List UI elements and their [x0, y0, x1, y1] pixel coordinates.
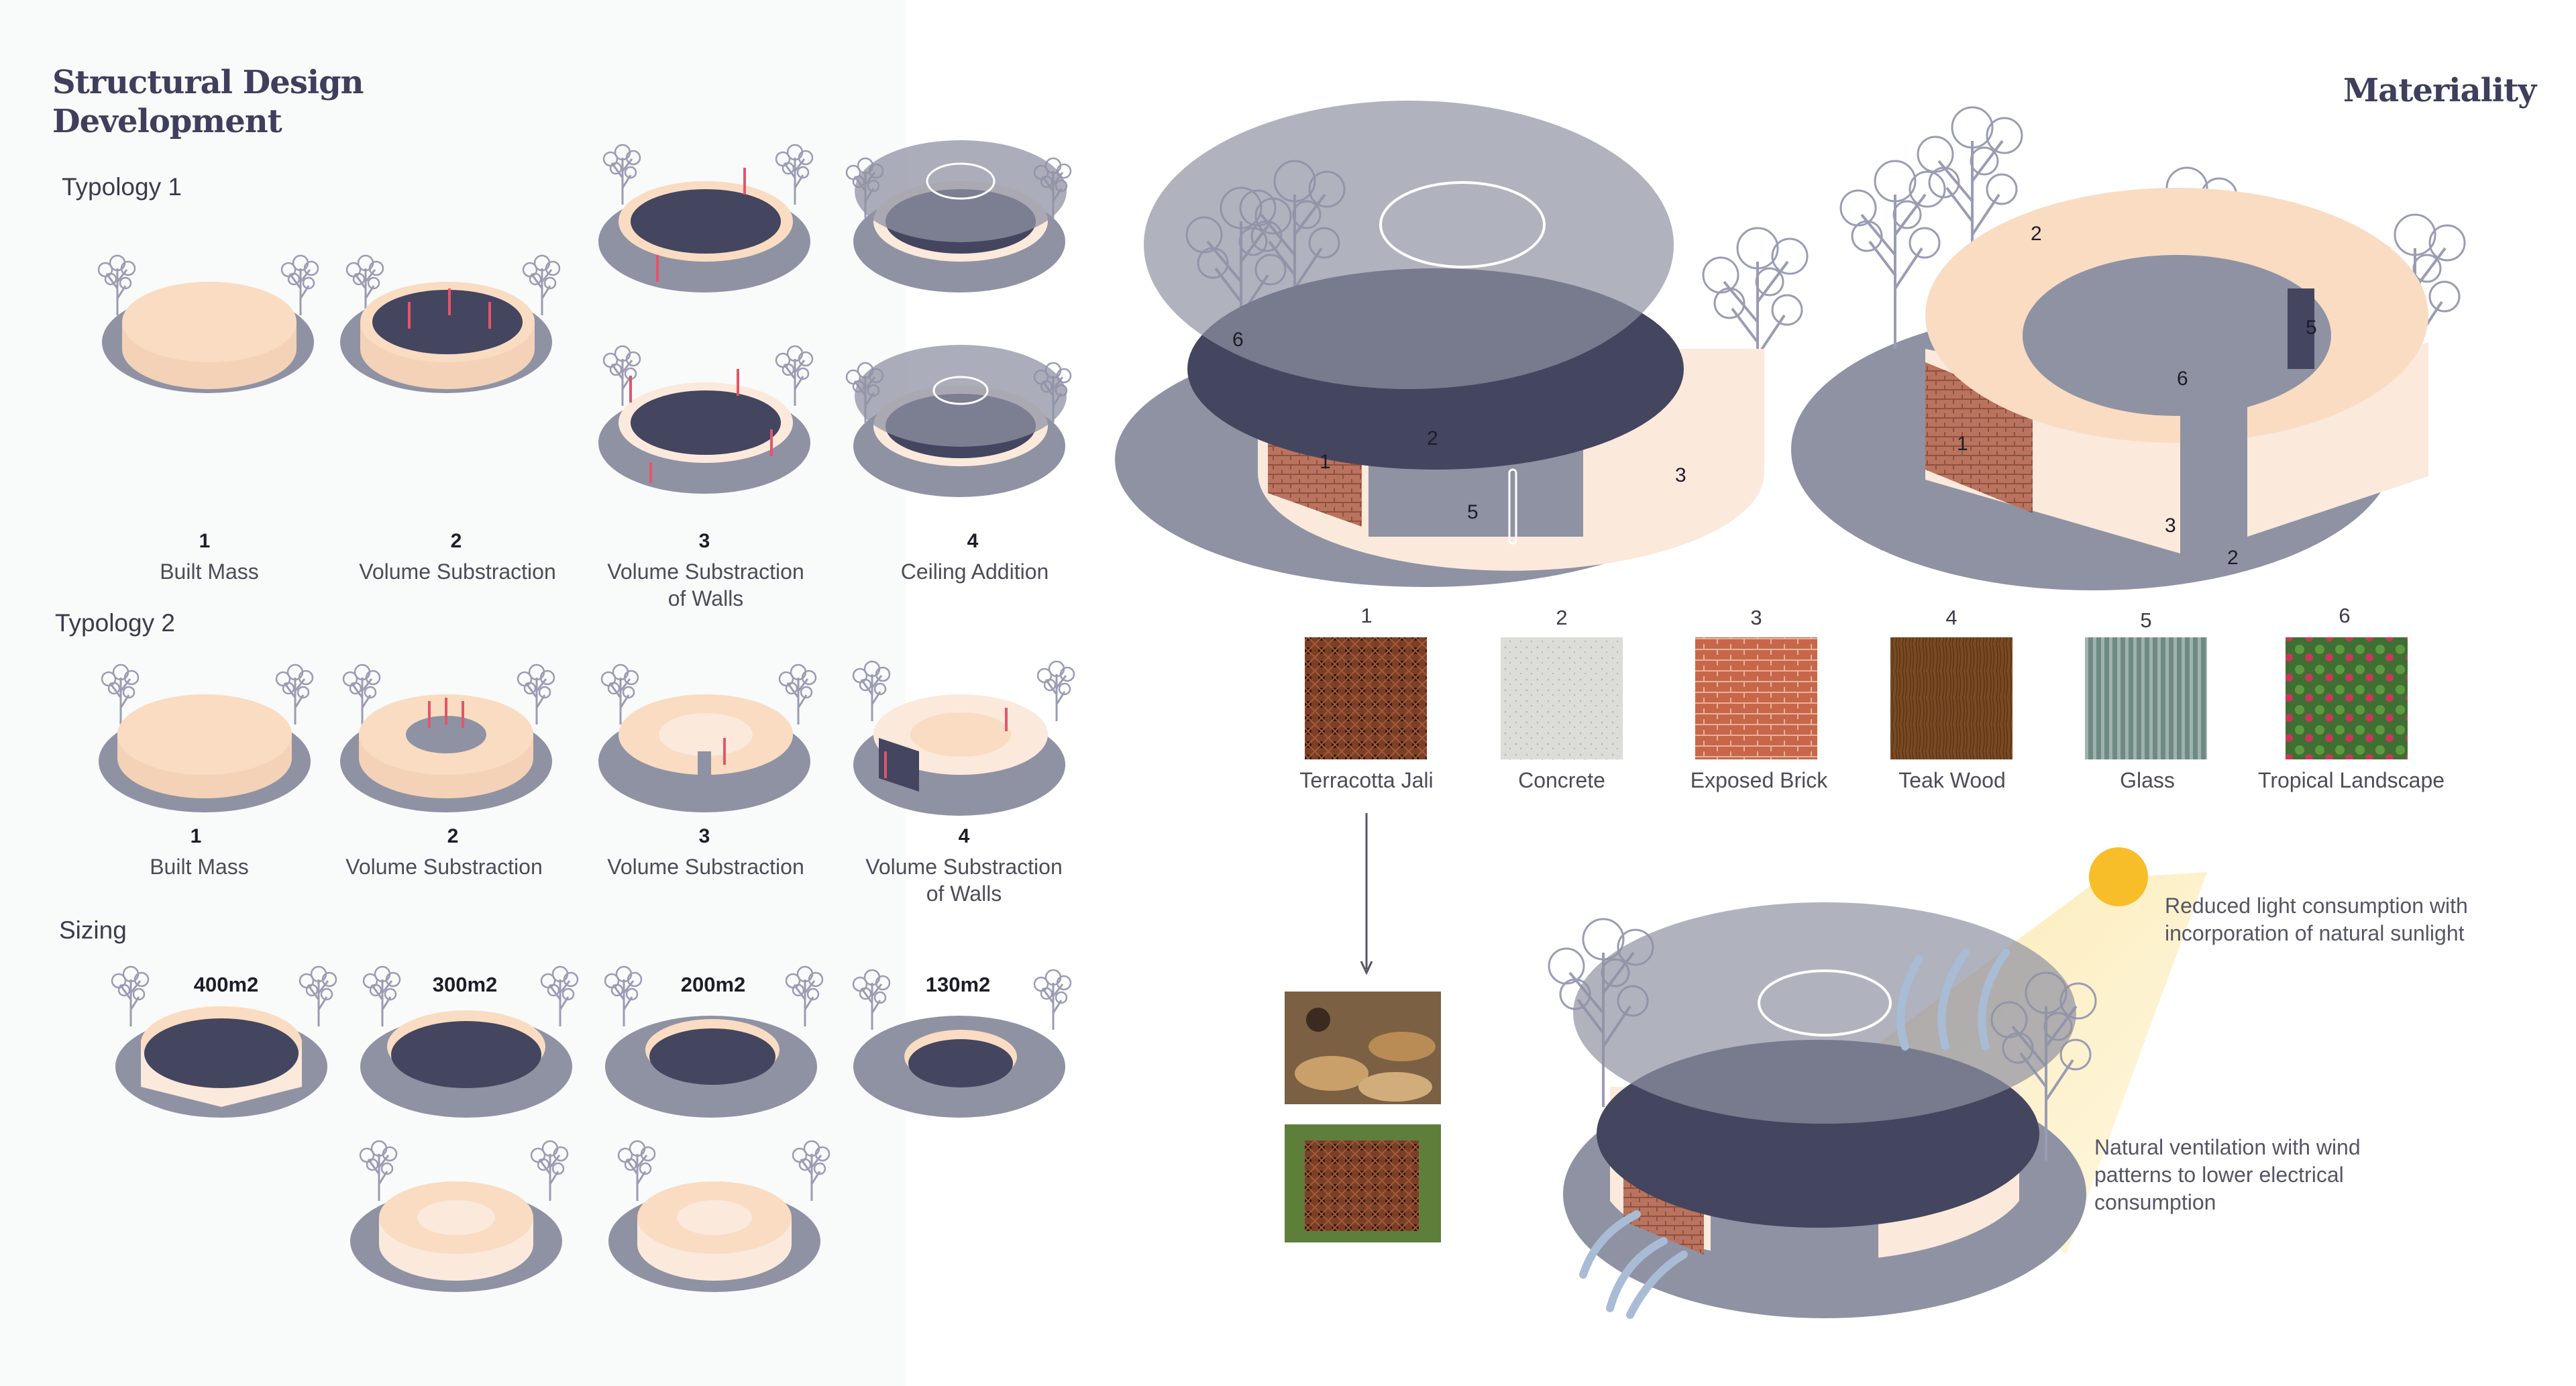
typology1-heading: Typology 1 [62, 173, 182, 201]
swatch-glass [2085, 637, 2207, 759]
size-300-label: 300m2 [432, 973, 498, 996]
sizing-ring-diagram-a [350, 1140, 569, 1292]
note-natural-sunlight: Reduced light consumption with incorpora… [2165, 894, 2468, 945]
sizing-200-diagram [604, 965, 824, 1118]
d1-num-2: 2 [1427, 427, 1438, 449]
t1-step4-num: 4 [967, 530, 979, 552]
t2-step2-label: Volume Substraction [345, 855, 543, 879]
t2-step4-label-line2: of Walls [926, 882, 1002, 906]
t2-step4-label: Volume Substraction [865, 855, 1063, 879]
t1-volume-substraction-diagram [340, 254, 561, 393]
size-400-label: 400m2 [193, 973, 259, 996]
material-6-label: Tropical Landscape [2257, 768, 2445, 792]
t2-step4-num: 4 [958, 825, 970, 847]
t1-wall-substraction-diagram-b [598, 345, 814, 494]
d2-num-5: 5 [2306, 317, 2317, 339]
d1-num-5: 5 [1467, 501, 1479, 523]
t1-step2-num: 2 [450, 530, 462, 552]
swatch-teak-wood [1890, 637, 2012, 759]
material-1-label: Terracotta Jali [1299, 768, 1434, 792]
material-2-num: 2 [1556, 606, 1568, 629]
d2-num-6: 6 [2177, 368, 2188, 390]
sustainability-diagram [1548, 847, 2207, 1319]
material-3-label: Exposed Brick [1690, 768, 1828, 792]
t2-step3-num: 3 [698, 825, 710, 847]
sizing-heading: Sizing [59, 916, 127, 944]
material-3-num: 3 [1750, 606, 1762, 629]
material-1-num: 1 [1360, 604, 1373, 627]
d1-num-1: 1 [1320, 451, 1331, 473]
material-5-num: 5 [2140, 608, 2152, 632]
swatch-tropical-landscape [2286, 637, 2408, 759]
sizing-ring-diagram-b [608, 1140, 830, 1292]
d1-num-3: 3 [1675, 464, 1686, 486]
sizing-400-diagram [111, 965, 337, 1118]
t2-step1-label: Built Mass [150, 855, 249, 879]
sizing-300-diagram [360, 965, 579, 1118]
t2-wall-substraction-diagram [852, 660, 1075, 816]
typology2-heading: Typology 2 [55, 609, 175, 637]
t2-volume-substraction-diagram-b [598, 663, 817, 812]
t2-step1-num: 1 [190, 825, 202, 847]
wind-arrows-out [1896, 949, 2010, 1051]
d2-num-1: 1 [1957, 433, 1968, 455]
t1-built-mass-diagram [97, 254, 319, 393]
material-5-label: Glass [2120, 768, 2175, 792]
size-130-label: 130m2 [925, 973, 991, 996]
t1-ceiling-addition-diagram-a [845, 140, 1072, 292]
t2-volume-substraction-diagram-a [340, 663, 555, 812]
t2-built-mass-diagram [99, 663, 314, 812]
sizing-130-diagram [852, 969, 1072, 1118]
swatch-exposed-brick [1695, 637, 1817, 759]
materiality-diagram-typology2 [1791, 106, 2466, 590]
t1-step1-label: Built Mass [160, 559, 259, 584]
jali-detail-arrow [1360, 813, 1373, 975]
sun-icon [2089, 847, 2148, 906]
material-4-label: Teak Wood [1898, 768, 2006, 792]
swatch-terracotta-jali [1305, 637, 1427, 759]
size-200-label: 200m2 [680, 973, 746, 996]
t1-step1-num: 1 [199, 530, 211, 552]
d1-num-6: 6 [1232, 329, 1244, 351]
material-2-label: Concrete [1518, 768, 1605, 792]
t1-step3-label: Volume Substraction [607, 559, 804, 584]
d2-num-2-bottom: 2 [2227, 547, 2239, 569]
swatch-concrete [1501, 637, 1623, 759]
material-6-num: 6 [2339, 604, 2351, 627]
t1-ceiling-addition-diagram-b [845, 345, 1072, 497]
t2-step2-num: 2 [447, 825, 459, 847]
t1-step3-num: 3 [698, 530, 710, 552]
t1-wall-substraction-diagram-a [598, 144, 814, 292]
t1-step3-label-line2: of Walls [667, 586, 744, 610]
d2-num-2-top: 2 [2031, 223, 2042, 245]
photo-jali-wall [1285, 1124, 1441, 1242]
t2-step3-label: Volume Substraction [607, 855, 804, 879]
note-natural-ventilation: Natural ventilation with wind patterns t… [2094, 1135, 2361, 1214]
d2-num-3: 3 [2165, 515, 2176, 537]
page-title-line2: Development [52, 103, 282, 140]
t1-step4-label: Ceiling Addition [900, 559, 1049, 584]
photo-artisans [1285, 992, 1441, 1104]
material-4-num: 4 [1945, 606, 1957, 629]
t1-step2-label: Volume Substraction [359, 559, 556, 584]
wind-arrows-in [1579, 1210, 1688, 1319]
materiality-title: Materiality [2343, 72, 2536, 109]
materiality-diagram-typology1 [1115, 101, 1809, 587]
page-title-line1: Structural Design [52, 64, 364, 101]
